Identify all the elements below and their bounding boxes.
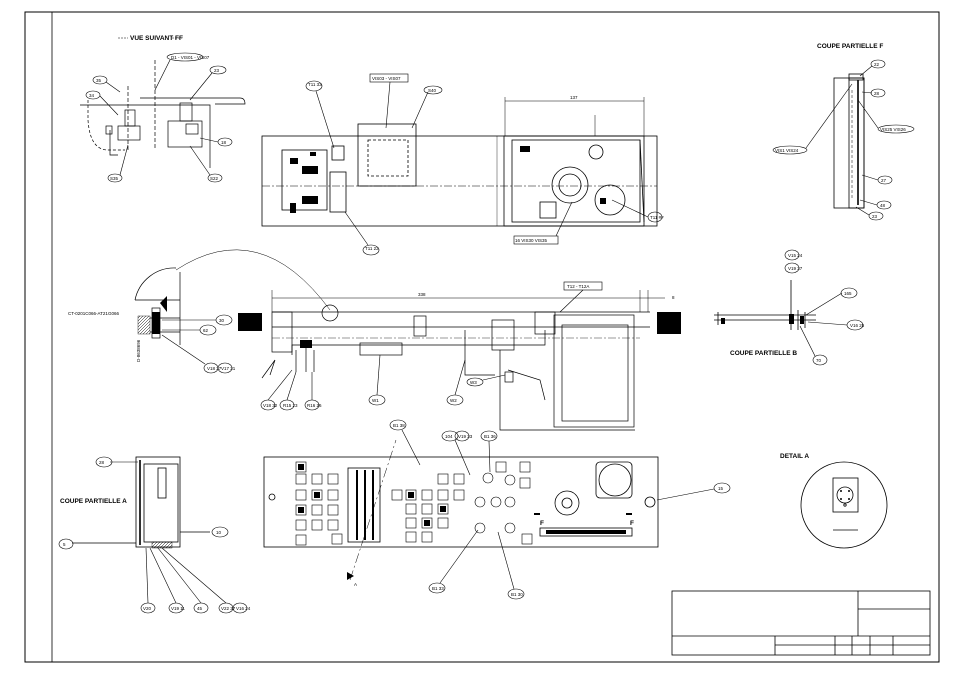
balloon-top-2: VIS03 - VIS07 — [372, 76, 401, 81]
side-label-top: CT-0201C066-AT21G066 — [68, 311, 119, 316]
balloon-top-5: T11 ## — [650, 215, 664, 220]
balloon-mid-2: 62 — [203, 328, 209, 333]
view-front-panel: F F A B1 38 104 V19 33 B1 36 15 — [263, 419, 731, 600]
balloon-ff-7: S22 — [210, 176, 219, 181]
dim-137: 137 — [570, 95, 578, 100]
balloon-ff-1: 35 — [96, 78, 102, 83]
view-b-title: COUPE PARTIELLE B — [730, 350, 797, 357]
dim-338: 338 — [418, 292, 426, 297]
balloon-a-5: V19 11 — [171, 606, 185, 611]
balloon-f-3: VIS25 VIS26 — [880, 127, 906, 132]
balloon-front-5: 15 — [718, 486, 724, 491]
balloon-b-1: V15 24 — [788, 253, 803, 258]
balloon-a-8: V16 24 — [236, 606, 251, 611]
keypad-right — [391, 461, 533, 545]
balloon-mid-5: T12 - T12A — [567, 284, 589, 289]
section-mark-f2: F — [630, 520, 634, 527]
balloon-b-3: 165 — [844, 291, 852, 296]
balloon-f-2: 28 — [874, 91, 880, 96]
balloon-a-6: 45 — [197, 606, 203, 611]
balloon-f-6: 48 — [880, 203, 886, 208]
balloon-mid-3: V18 37 — [207, 366, 222, 371]
balloon-a-2: 10 — [216, 530, 222, 535]
balloon-top-6: 16 VIS30 VIS35 — [515, 238, 548, 243]
view-top-panel: 137 T11 33 VIS03 - VIS07 S40 T11 22 T11 … — [261, 73, 664, 256]
balloon-f-1: 22 — [874, 62, 880, 67]
sheet-frame — [24, 11, 940, 663]
view-f-title: COUPE PARTIELLE F — [817, 43, 883, 50]
balloon-a-4: V20 — [143, 606, 152, 611]
balloon-mid-9: V18 32 — [263, 403, 278, 408]
balloon-front-2: 104 — [445, 434, 453, 439]
balloon-f-4: VIS1 VIS24 — [775, 148, 799, 153]
balloon-mid-10: R15 23 — [283, 403, 298, 408]
keypad-left — [295, 461, 343, 546]
balloon-top-4: T11 22 — [365, 246, 379, 251]
balloon-mid-6: W1 — [372, 398, 379, 403]
balloon-f-7: 23 — [872, 214, 878, 219]
balloon-top-3: S40 — [428, 88, 437, 93]
balloon-b-5: 70 — [816, 358, 822, 363]
view-middle-section: 338 8 CT-0201C066-AT21G066 D-8638696 — [68, 249, 681, 431]
balloon-top-1: T11 33 — [308, 82, 322, 87]
balloon-ff-3: 23 — [214, 68, 220, 73]
balloon-a-7: V22 37 — [221, 606, 236, 611]
balloon-ff-6: S35 — [110, 176, 119, 181]
balloon-front-1: B1 38 — [393, 423, 405, 428]
balloon-ff-5: 18 — [221, 140, 227, 145]
balloon-front-4: B1 36 — [484, 434, 496, 439]
balloon-a-10: B1 30 — [511, 592, 523, 597]
balloon-b-2: V19 37 — [788, 266, 803, 271]
view-a-title: COUPE PARTIELLE A — [60, 498, 127, 505]
balloon-b-4: V16 25 — [850, 323, 865, 328]
view-detail-title: DETAIL A — [780, 453, 809, 460]
balloon-mid-11: R16 26 — [307, 403, 322, 408]
view-coupe-b: COUPE PARTIELLE B V15 24 V19 37 — [714, 249, 865, 366]
balloon-mid-4: V17 31 — [221, 366, 236, 371]
balloon-mid-1: 30 — [219, 318, 225, 323]
dim-8: 8 — [672, 295, 675, 300]
side-label-vertical: D-8638696 — [136, 339, 141, 362]
view-coupe-a: COUPE PARTIELLE A 28 10 — [58, 456, 523, 614]
balloon-f-5: 27 — [881, 178, 887, 183]
view-ff-title: VUE SUIVANT FF — [130, 35, 183, 42]
balloon-ff-4: 34 — [89, 93, 95, 98]
balloon-mid-8: W3 — [470, 380, 477, 385]
balloon-ff-2: D1 - VIS01 - VIS07 — [171, 55, 210, 60]
view-ff: VUE SUIVANT FF — [80, 35, 246, 183]
view-detail-a: DETAIL A — [780, 453, 888, 549]
balloon-a-1: 28 — [99, 460, 105, 465]
title-block — [671, 590, 931, 656]
section-mark-f1: F — [540, 520, 544, 527]
section-mark-a: A — [354, 582, 357, 587]
balloon-a-9: B1 33 — [432, 586, 444, 591]
balloon-mid-7: W2 — [450, 398, 457, 403]
view-coupe-f: COUPE PARTIELLE F 22 28 — [772, 43, 915, 221]
balloon-front-3: V19 33 — [458, 434, 473, 439]
balloon-a-3: 5 — [63, 542, 66, 547]
